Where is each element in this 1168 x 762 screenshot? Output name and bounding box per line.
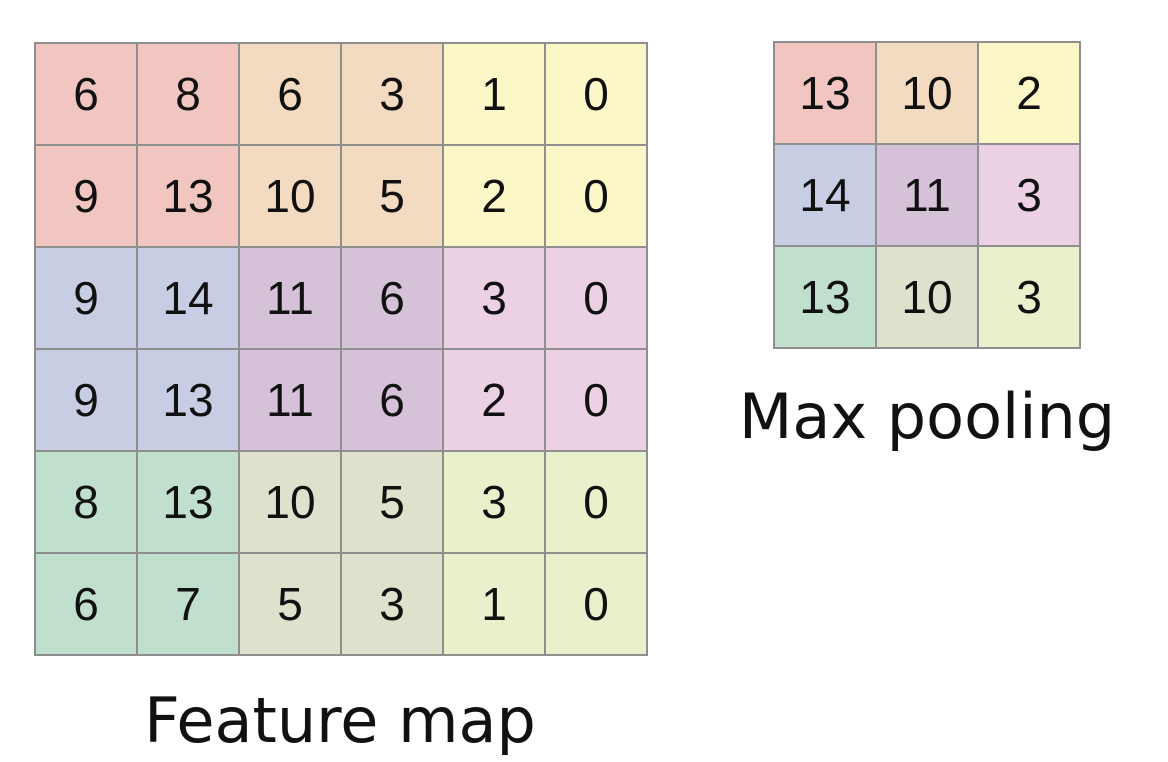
feature-map-cell: 5 (240, 554, 340, 654)
feature-map-cell: 9 (36, 350, 136, 450)
feature-map-cell: 3 (342, 554, 442, 654)
max-pooling-cell: 11 (877, 145, 977, 245)
max-pooling-cell: 10 (877, 43, 977, 143)
max-pooling-cell: 13 (775, 43, 875, 143)
feature-map-cell: 11 (240, 248, 340, 348)
feature-map-cell: 7 (138, 554, 238, 654)
feature-map-cell: 13 (138, 452, 238, 552)
max-pooling-label: Max pooling (738, 380, 1116, 453)
feature-map-label: Feature map (144, 684, 536, 757)
feature-map-cell: 13 (138, 350, 238, 450)
feature-map-cell: 2 (444, 146, 544, 246)
feature-map-cell: 0 (546, 350, 646, 450)
feature-map-cell: 14 (138, 248, 238, 348)
feature-map-cell: 8 (138, 44, 238, 144)
feature-map-cell: 8 (36, 452, 136, 552)
feature-map-cell: 10 (240, 146, 340, 246)
feature-map-cell: 6 (240, 44, 340, 144)
feature-map-cell: 6 (342, 350, 442, 450)
feature-map-cell: 3 (444, 248, 544, 348)
feature-map-cell: 1 (444, 44, 544, 144)
feature-map-cell: 0 (546, 248, 646, 348)
feature-map-cell: 6 (342, 248, 442, 348)
feature-map-cell: 10 (240, 452, 340, 552)
feature-map-cell: 9 (36, 146, 136, 246)
feature-map-cell: 6 (36, 554, 136, 654)
max-pooling-cell: 3 (979, 145, 1079, 245)
max-pooling-cell: 13 (775, 247, 875, 347)
max-pooling-cell: 3 (979, 247, 1079, 347)
feature-map-cell: 5 (342, 146, 442, 246)
feature-map-cell: 11 (240, 350, 340, 450)
feature-map-cell: 3 (444, 452, 544, 552)
feature-map-cell: 1 (444, 554, 544, 654)
feature-map-cell: 5 (342, 452, 442, 552)
feature-map-cell: 6 (36, 44, 136, 144)
max-pooling-cell: 2 (979, 43, 1079, 143)
feature-map-cell: 13 (138, 146, 238, 246)
max-pooling-cell: 10 (877, 247, 977, 347)
feature-map-cell: 2 (444, 350, 544, 450)
feature-map-cell: 9 (36, 248, 136, 348)
feature-map-cell: 0 (546, 452, 646, 552)
feature-map-cell: 0 (546, 146, 646, 246)
max-pooling-cell: 14 (775, 145, 875, 245)
feature-map-cell: 0 (546, 554, 646, 654)
feature-map-cell: 0 (546, 44, 646, 144)
feature-map-cell: 3 (342, 44, 442, 144)
